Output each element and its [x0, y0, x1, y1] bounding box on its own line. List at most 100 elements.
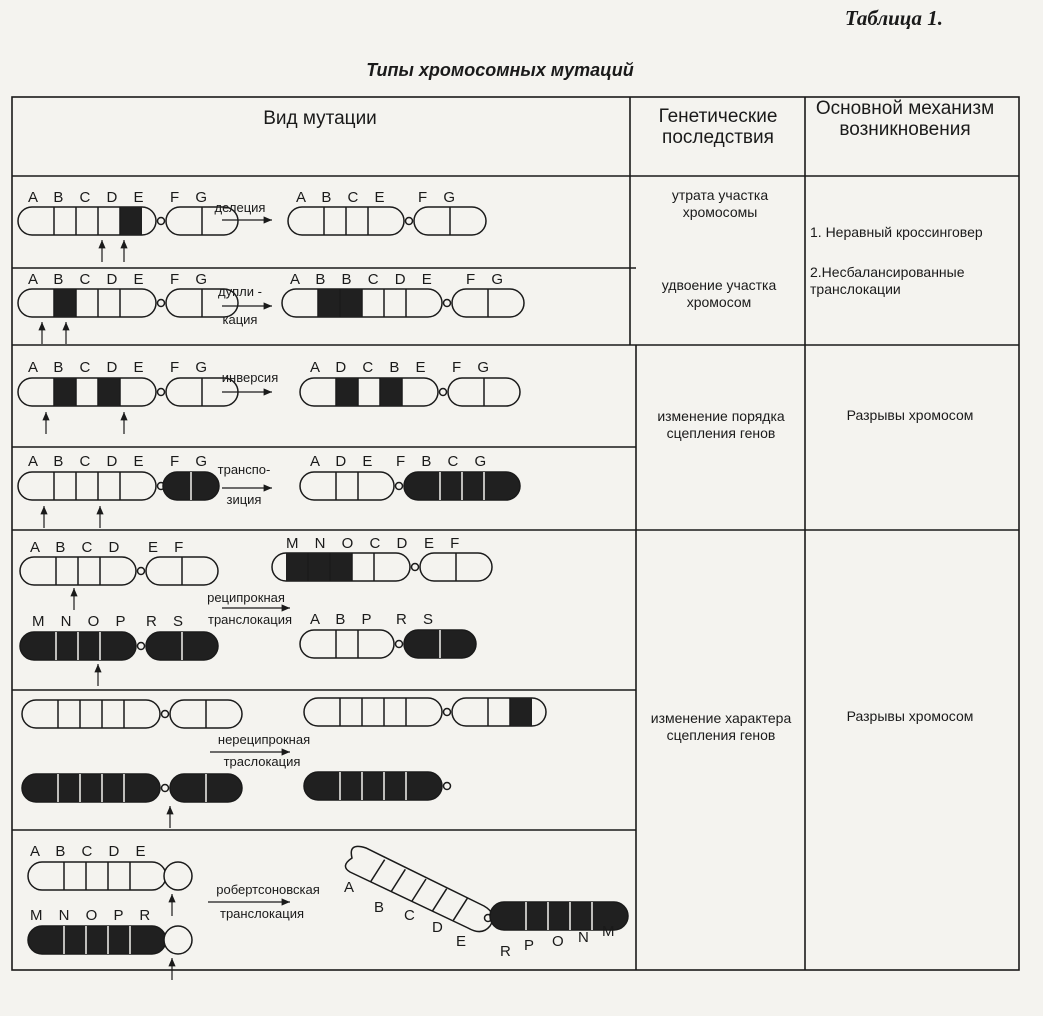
gene-label: F G — [170, 271, 213, 288]
gene-label: F B C G — [396, 453, 492, 470]
chromosome — [19, 556, 219, 586]
centromere — [394, 639, 404, 649]
segment-line — [390, 868, 406, 892]
mutation-name: транслокация — [208, 612, 292, 627]
centromere — [404, 216, 414, 226]
chromosome-arm — [303, 697, 443, 727]
gene-label: C — [404, 907, 415, 924]
gene-label: A B C D — [30, 539, 125, 556]
gene-label: A B C D E — [28, 271, 150, 288]
dark-segment — [286, 553, 308, 581]
chromosome — [163, 925, 193, 955]
mutation-name: робертсоновская — [216, 882, 320, 897]
gene-label: A D C B E — [310, 359, 432, 376]
segment-line — [370, 859, 386, 883]
mutation-name: транслокация — [220, 906, 304, 921]
chromosome — [21, 699, 243, 729]
gene-label: M N O C D — [286, 535, 413, 552]
gene-label: E F — [148, 539, 189, 556]
segment-line — [452, 897, 468, 921]
mutation-name: дупли - — [218, 284, 262, 299]
chromosome — [299, 471, 521, 501]
chromosome-arm — [163, 925, 193, 955]
centromere — [156, 387, 166, 397]
gene-label: A — [344, 879, 354, 896]
cell-character-consequence: изменение характера сцепления генов — [650, 710, 792, 743]
chromosome — [271, 552, 493, 582]
centromere — [394, 481, 404, 491]
header-main-mechanism: Основной механизм возникновения — [815, 98, 995, 140]
cell-breaks-2: Разрывы хромосом — [846, 708, 974, 724]
gene-label: R — [500, 943, 511, 960]
gene-label: F G — [466, 271, 509, 288]
gene-label: F G — [170, 189, 213, 206]
dark-segment — [120, 207, 142, 235]
chromosome-arm — [299, 629, 395, 659]
gene-label: D — [432, 919, 443, 936]
table-number: Таблица 1. — [844, 6, 943, 30]
gene-label: F G — [452, 359, 495, 376]
cell-mechanism-2: 2.Несбалансированные транслокации — [810, 264, 965, 297]
dark-segment — [54, 289, 76, 317]
mutation-name: делеция — [215, 200, 266, 215]
mutation-name: нереципрокная — [218, 732, 310, 747]
gene-label: A D E — [310, 453, 378, 470]
dark-segment — [98, 378, 120, 406]
table-title: Типы хромосомных мутаций — [366, 60, 634, 80]
mutation-name: транспо- — [218, 462, 271, 477]
gene-label: A B B C D E — [290, 271, 438, 288]
gene-label: R S — [396, 611, 439, 628]
chromosome — [17, 471, 166, 501]
chromosome — [17, 206, 239, 236]
gene-label: A B C E — [296, 189, 391, 206]
segment-line — [411, 878, 427, 902]
gene-label: F G — [418, 189, 461, 206]
gene-label: P — [524, 937, 534, 954]
cell-order-consequence: изменение порядка сцепления генов — [657, 408, 785, 441]
chromosome-arm — [303, 771, 443, 801]
gene-label: A B C D E — [28, 453, 150, 470]
chromosome-arm — [17, 288, 157, 318]
centromere — [410, 562, 420, 572]
chromosome — [27, 925, 176, 955]
centromere — [156, 216, 166, 226]
header-genetic-consequences: Генетические последствия — [658, 106, 778, 148]
dark-segment — [330, 553, 352, 581]
chromosome — [21, 773, 243, 803]
gene-label: F G — [170, 359, 213, 376]
chromosome — [163, 861, 193, 891]
centromere — [136, 566, 146, 576]
chromosome-arm — [27, 861, 167, 891]
chromosome — [287, 206, 487, 236]
cell-mechanism-1: 1. Неравный кроссинговер — [810, 224, 983, 240]
chromosome-arm — [17, 377, 157, 407]
centromere — [156, 298, 166, 308]
header-mutation-type: Вид мутации — [263, 108, 377, 129]
mutation-name: инверсия — [222, 370, 278, 385]
chromosome — [299, 629, 477, 659]
gene-label: A B C D E — [28, 359, 150, 376]
gene-label: R S — [146, 613, 189, 630]
dark-segment — [380, 378, 402, 406]
chromosome — [281, 288, 525, 318]
centromere — [442, 781, 452, 791]
gene-label: E — [456, 933, 466, 950]
gene-label: N — [578, 929, 589, 946]
chromosome — [162, 471, 220, 501]
chromosome-arm — [21, 699, 161, 729]
gene-label: A B C D E — [30, 843, 152, 860]
chromosome — [17, 377, 239, 407]
gene-label: F G — [170, 453, 213, 470]
cell-duplication-consequence: удвоение участка хромосом — [661, 277, 777, 310]
chromosome — [19, 631, 219, 661]
chromosome-arm — [489, 901, 629, 931]
segment-line — [432, 888, 448, 912]
gene-label: M N O P R — [30, 907, 156, 924]
chromosome — [303, 771, 452, 801]
centromere — [438, 387, 448, 397]
dark-segment — [318, 289, 340, 317]
gene-label: A B P — [310, 611, 378, 628]
gene-label: A B C D E — [28, 189, 150, 206]
chromosome — [17, 288, 239, 318]
